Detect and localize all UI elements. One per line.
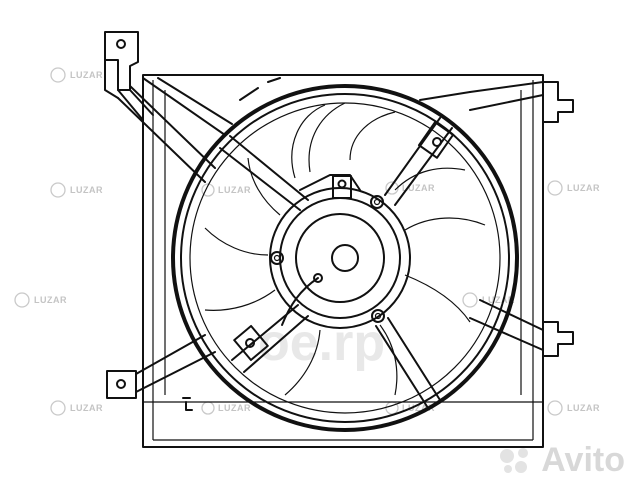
ring-top-mount <box>239 77 281 101</box>
fan-blade <box>308 102 346 173</box>
luzar-watermark-text: LUZAR <box>70 403 103 413</box>
mount-bolt <box>370 195 384 209</box>
fan-blade <box>349 111 396 161</box>
fan-blade <box>404 217 486 231</box>
luzar-watermark: LUZAR <box>14 292 67 308</box>
luzar-watermark: LUZAR <box>201 183 251 197</box>
avito-dots-icon <box>500 447 529 473</box>
hub-flange <box>279 197 401 319</box>
fan-blade <box>291 104 326 179</box>
right-lower-bracket <box>469 299 574 357</box>
top-right-bracket <box>419 81 574 123</box>
fan-blades <box>204 102 486 396</box>
fan-blade <box>284 329 321 396</box>
fan-blade <box>379 324 398 396</box>
arm-mount-tab <box>233 324 269 362</box>
luzar-watermark-text: LUZAR <box>567 403 600 413</box>
watermark-layer: LUZAR LUZAR LUZAR LUZAR LUZAR LUZAR LUZA… <box>14 67 600 416</box>
ring-inner <box>180 93 510 423</box>
support-arm <box>384 117 453 206</box>
hub-top-tab <box>332 175 352 199</box>
fan-blade <box>204 289 276 311</box>
fan-blade <box>404 274 471 323</box>
luzar-watermark: LUZAR <box>547 180 600 196</box>
luzar-watermark: LUZAR <box>50 400 103 416</box>
motor-support-arms <box>219 117 455 409</box>
bracket-hole <box>116 39 126 49</box>
luzar-watermark: LUZAR <box>50 67 103 83</box>
motor-body <box>295 213 385 303</box>
frame-outer-edge <box>142 74 544 448</box>
motor-shaft <box>331 244 359 272</box>
support-arm <box>219 135 309 211</box>
luzar-watermark: LUZAR <box>201 401 251 415</box>
hub-tab-hole <box>337 179 347 189</box>
luzar-watermark-text: LUZAR <box>34 295 67 305</box>
luzar-watermark: LUZAR <box>462 292 515 308</box>
luzar-watermark-text: LUZAR <box>218 185 251 195</box>
luzar-watermark-text: LUZAR <box>482 295 515 305</box>
luzar-watermark-text: LUZAR <box>218 403 251 413</box>
fan-blade <box>247 157 281 216</box>
support-arm <box>375 317 441 409</box>
motor-wire <box>281 277 319 326</box>
mount-bolt <box>270 251 284 265</box>
fan-blade <box>204 227 269 256</box>
top-strut <box>142 77 233 136</box>
avito-watermark-logo: Avito <box>499 441 625 480</box>
arm-mount-hole <box>245 338 255 348</box>
luzar-watermark: LUZAR <box>50 182 103 198</box>
wire-connector <box>313 273 323 283</box>
luzar-watermark: LUZAR <box>385 181 435 195</box>
bottom-clip <box>182 397 193 411</box>
fan-blade <box>394 167 466 191</box>
avito-watermark-text: Avito <box>541 441 625 479</box>
arm-mount-tab <box>417 121 455 159</box>
luzar-watermark-text: LUZAR <box>70 185 103 195</box>
bracket-hole <box>116 379 126 389</box>
bottom-left-bracket <box>106 334 216 399</box>
luzar-watermark-text: LUZAR <box>402 183 435 193</box>
shroud-frame <box>142 74 544 448</box>
luzar-watermark-text: LUZAR <box>402 403 435 413</box>
luzar-watermark-text: LUZAR <box>567 183 600 193</box>
mount-bolt <box>371 309 385 323</box>
motor-hub <box>269 175 411 329</box>
fan-ring <box>171 84 519 432</box>
top-left-bracket <box>104 31 216 183</box>
luzar-watermark: LUZAR <box>547 400 600 416</box>
luzar-watermark-text: LUZAR <box>70 70 103 80</box>
ring-outer <box>171 84 519 432</box>
arm-mount-hole <box>432 137 442 147</box>
